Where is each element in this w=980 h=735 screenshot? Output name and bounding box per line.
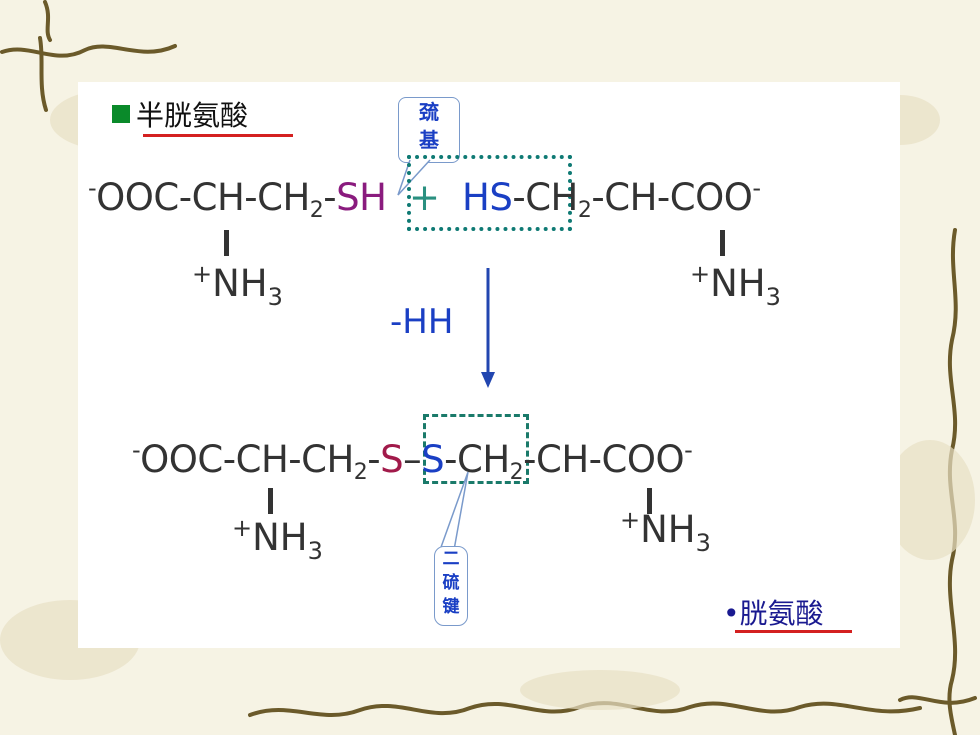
eq1-sulfur-left: S [336, 176, 360, 219]
eq1-right-dash: -CH [512, 176, 578, 219]
eq1-left-amine-base: NH [212, 262, 268, 305]
eq2-left-charge: - [132, 436, 141, 464]
eq1-left-amine-sub: 3 [267, 283, 283, 311]
eq2-disulfide-bond: – [403, 438, 422, 481]
eq1-left-charge: - [88, 174, 97, 202]
product-underline [735, 630, 852, 633]
eq1-right-amine-plus: + [690, 260, 711, 288]
eq2-left-amine-sub: 3 [307, 537, 323, 565]
callout-top-line1: 巯 [419, 100, 439, 124]
title-text: 半胱氨酸 [136, 99, 249, 132]
eq2-sulfur-left: S [380, 438, 404, 481]
eq2-right-tail: -CH-COO [523, 438, 685, 481]
reaction-equation-bottom: -OOC-CH-CH2-S–S-CH2-CH-COO- [132, 436, 693, 484]
eq2-left-head: OOC-CH-CH [140, 438, 354, 481]
bullet-square-icon [112, 105, 130, 123]
eq2-right-amine: +NH3 [620, 506, 711, 555]
eq1-left-amine-plus: + [192, 260, 213, 288]
eq2-right-bond [647, 488, 652, 514]
eq1-left-amine: +NH3 [192, 260, 283, 309]
thiol-exchange-box [407, 155, 572, 231]
eq2-right-sub: 2 [509, 460, 524, 485]
eq1-right-sub: 2 [577, 198, 592, 223]
eq2-left-dash: - [367, 438, 381, 481]
page-title: 半胱氨酸 [112, 94, 248, 134]
thiol-callout: 巯 基 [398, 97, 460, 163]
disulfide-box [423, 414, 529, 484]
reaction-equation-top: -OOC-CH-CH2-SH + HS-CH2-CH-COO- [88, 174, 761, 222]
eq1-right-bond [720, 230, 725, 256]
eq1-right-amine: +NH3 [690, 260, 781, 309]
eq2-left-amine-plus: + [232, 514, 253, 542]
eq2-left-bond [268, 488, 273, 514]
callout-top-line2: 基 [419, 128, 439, 152]
eq1-left-sub: 2 [309, 198, 324, 223]
eq2-right-dash: -CH [444, 438, 510, 481]
eq1-plus: + [409, 176, 440, 219]
eq1-left-dash: - [323, 176, 337, 219]
eq2-sulfur-right: S [421, 438, 445, 481]
eq2-right-charge: - [684, 436, 693, 464]
eq1-hydrogen-left: H [359, 176, 387, 219]
disulfide-callout: 二 硫 键 [434, 546, 468, 626]
callout-bottom-line3: 键 [442, 597, 460, 617]
eq1-sulfur-right: S [489, 176, 513, 219]
eq1-left-bond [224, 230, 229, 256]
product-label: •胱氨酸 [723, 597, 824, 630]
eq1-right-amine-sub: 3 [765, 283, 781, 311]
callout-bottom-line2: 硫 [442, 573, 460, 593]
eq2-right-amine-sub: 3 [695, 529, 711, 557]
eq2-right-amine-plus: + [620, 506, 641, 534]
title-underline [143, 134, 293, 137]
eq1-hydrogen-right: H [462, 176, 490, 219]
reagent-label: -HH [390, 302, 454, 342]
eq1-right-charge: - [752, 174, 761, 202]
eq1-left-head: OOC-CH-CH [96, 176, 310, 219]
eq1-right-amine-base: NH [710, 262, 766, 305]
eq1-right-tail: -CH-COO [591, 176, 753, 219]
eq2-left-sub: 2 [353, 460, 368, 485]
eq2-left-amine-base: NH [252, 516, 308, 559]
callout-bottom-line1: 二 [442, 549, 460, 569]
eq2-right-amine-base: NH [640, 508, 696, 551]
eq2-left-amine: +NH3 [232, 514, 323, 563]
